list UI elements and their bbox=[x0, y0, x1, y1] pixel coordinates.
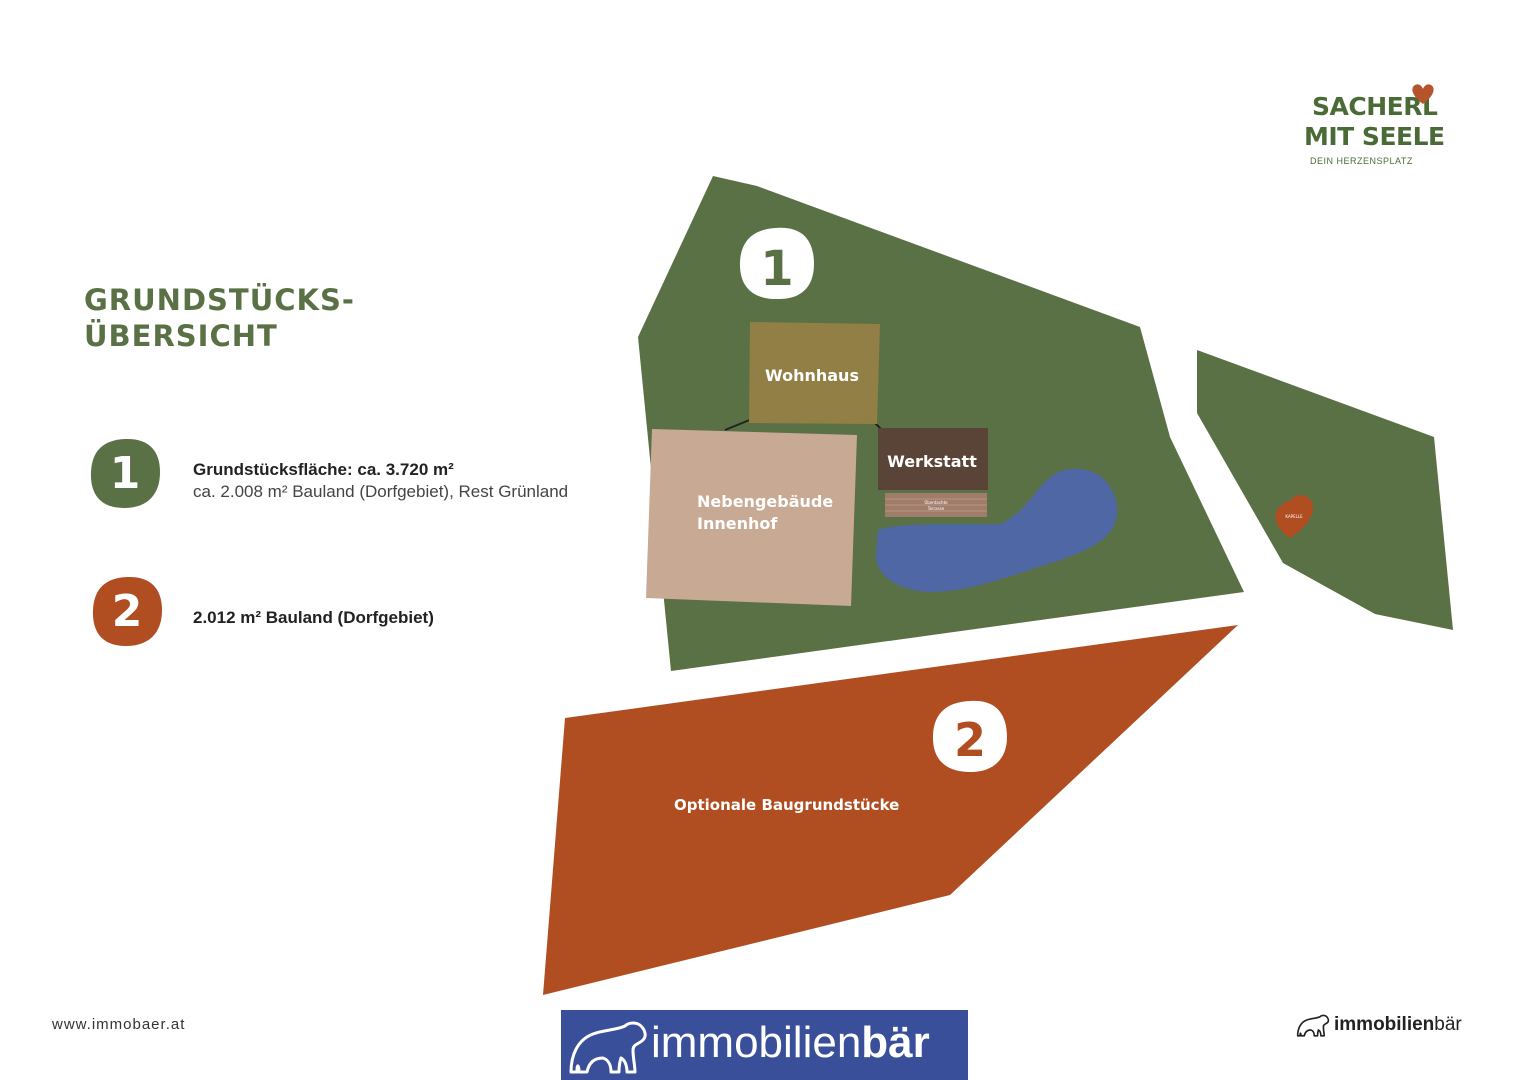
parcel-2-optional-building-plots bbox=[543, 625, 1238, 995]
parcel-2-number-badge: 2 bbox=[932, 700, 1007, 773]
wohnhaus-label: Wohnhaus bbox=[765, 366, 859, 385]
bear-icon bbox=[569, 1021, 647, 1074]
legend-item-2-bold: 2.012 m² Bauland (Dorfgebiet) bbox=[193, 608, 434, 627]
heart-icon bbox=[1412, 84, 1434, 104]
legend-item-1-regular: ca. 2.008 m² Bauland (Dorfgebiet), Rest … bbox=[193, 482, 569, 501]
parcel-1-kapelle-plot bbox=[1197, 350, 1453, 630]
building-nebengebaeude bbox=[646, 429, 857, 606]
legend-badge-2-number: 2 bbox=[112, 586, 143, 637]
legend-item-2: 2.012 m² Bauland (Dorfgebiet) bbox=[193, 608, 434, 628]
immobilienbaer-banner: immobilienbär bbox=[561, 1010, 968, 1080]
page-title-line1: GRUNDSTÜCKS- bbox=[84, 283, 355, 317]
building-werkstatt bbox=[878, 428, 988, 490]
werkstatt-label: Werkstatt bbox=[887, 452, 977, 471]
logo-tagline: DEIN HERZENSPLATZ bbox=[1310, 156, 1413, 166]
legend-item-1-bold: Grundstücksfläche: ca. 3.720 m² bbox=[193, 460, 454, 479]
parcel-2-number: 2 bbox=[954, 713, 986, 767]
parcel-1-number-badge: 1 bbox=[739, 227, 814, 300]
parcel-1-number: 1 bbox=[760, 241, 793, 297]
legend-badge-1: 1 bbox=[90, 438, 160, 508]
footer-url[interactable]: www.immobaer.at bbox=[52, 1016, 186, 1033]
terrace-label-line1: Überdachte bbox=[924, 500, 948, 505]
pond bbox=[876, 468, 1118, 592]
bear-small-icon bbox=[1296, 1014, 1330, 1037]
legend-badge-1-number: 1 bbox=[110, 448, 141, 499]
logo-line2: MIT SEELE bbox=[1304, 122, 1445, 151]
kapelle-label: KAPELLE bbox=[1285, 514, 1303, 519]
nebengebaeude-label-line2: Innenhof bbox=[697, 514, 778, 533]
sacherl-mit-seele-logo: SACHERL MIT SEELE DEIN HERZENSPLATZ bbox=[1296, 80, 1446, 170]
terrace-label-line2: Terrasse bbox=[927, 506, 945, 511]
legend-item-1: Grundstücksfläche: ca. 3.720 m² ca. 2.00… bbox=[193, 460, 568, 502]
optional-plots-label: Optionale Baugrundstücke bbox=[674, 796, 899, 814]
page-title-line2: ÜBERSICHT bbox=[84, 319, 278, 353]
small-brand-text: immobilienbär bbox=[1334, 1014, 1462, 1035]
legend-badge-2: 2 bbox=[92, 576, 162, 646]
page-title: GRUNDSTÜCKS- ÜBERSICHT bbox=[84, 282, 355, 354]
nebengebaeude-label-line1: Nebengebäude bbox=[697, 492, 833, 511]
building-wohnhaus bbox=[749, 322, 880, 424]
kapelle-building bbox=[1275, 494, 1313, 538]
banner-brand-text: immobilienbär bbox=[651, 1018, 930, 1067]
